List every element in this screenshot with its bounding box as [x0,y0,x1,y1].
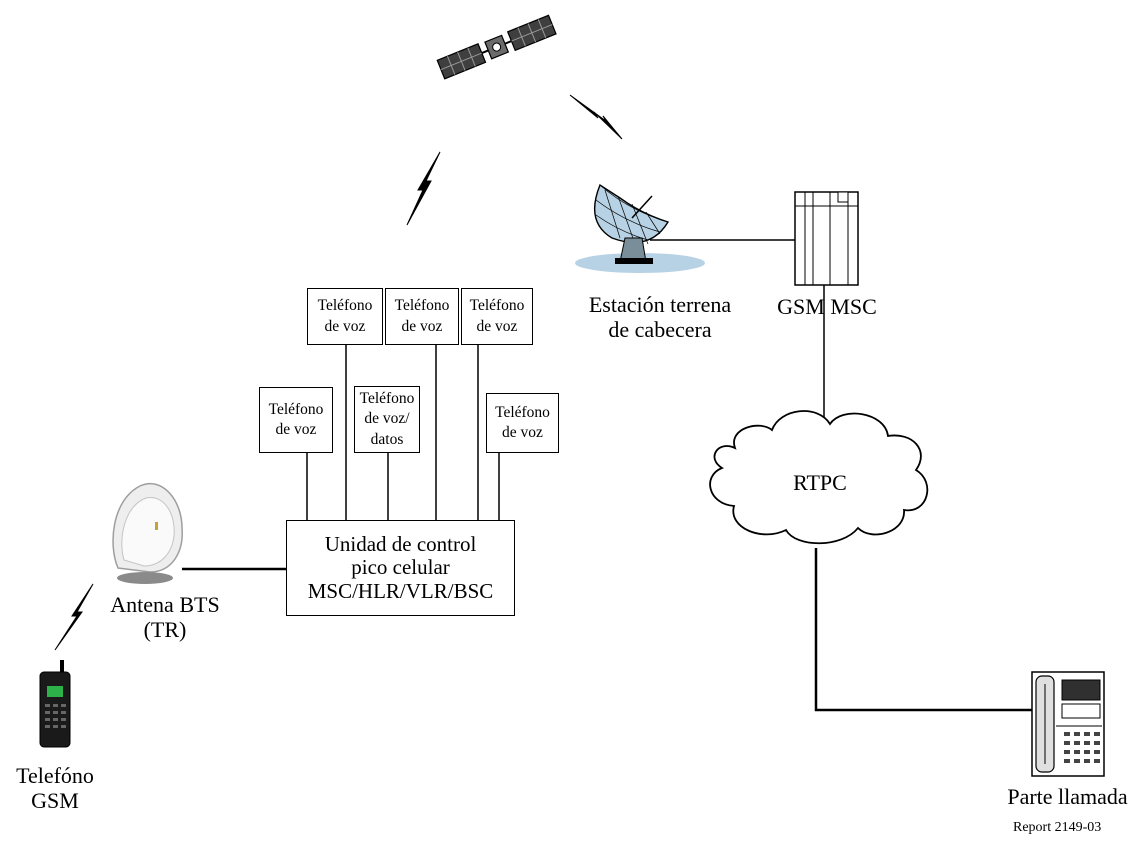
earth-station-label-line2: de cabecera [608,317,712,343]
box-line1: Teléfono [317,297,373,315]
cloud-icon [709,410,929,545]
earth-station-label: Estación terrena de cabecera [575,292,745,343]
lightning-icon [569,94,623,140]
box-line3: datos [370,430,404,448]
box-line2: de voz [476,317,518,335]
box-line1: Teléfono [469,297,525,315]
handset-label: Telefóno GSM [0,763,110,814]
desk-phone-icon [1031,671,1105,777]
handset-label-line1: Telefóno [16,763,94,788]
voice-phone-box-2: Teléfono de voz [307,288,383,345]
figure-caption: Report 2149-03 [1013,820,1102,835]
pico-cell-control-unit: Unidad de control pico celular MSC/HLR/V… [286,520,515,616]
voice-data-phone-box: Teléfono de voz/ datos [354,386,420,453]
voice-phone-box-4: Teléfono de voz [385,288,459,345]
msc-label: GSM MSC [777,294,877,319]
voice-phone-box-5: Teléfono de voz [461,288,533,345]
box-line2: de voz [275,421,317,438]
control-unit-line2: pico celular [351,555,450,580]
connection-lines [182,239,1032,712]
control-unit-line1: Unidad de control [324,532,477,557]
bts-label: Antena BTS (TR) [105,592,225,643]
voice-phone-box-1: Teléfono de voz [259,387,333,453]
handset-label-line2: GSM [31,788,79,814]
bts-label-line1: Antena BTS [110,592,220,617]
box-line2: de voz [401,317,443,335]
box-line2: de voz/ [364,410,410,428]
satellite-icon [436,14,557,80]
box-line1: Teléfono [268,400,324,418]
pstn-label: RTPC [793,470,847,495]
box-line1: Teléfono [495,403,550,421]
control-unit-line3: MSC/HLR/VLR/BSC [307,578,494,603]
called-party-label: Parte llamada [1007,784,1128,809]
mobile-phone-icon [39,660,71,748]
bts-antenna-icon [112,483,183,584]
lightning-icon [54,583,94,651]
lightning-icon [406,151,441,226]
bts-label-line2: (TR) [143,617,187,643]
box-line2: de voz [324,317,366,335]
radio-links [54,94,623,651]
satellite-dish-icon [575,183,705,273]
voice-phone-box-6: Teléfono de voz [486,393,559,453]
link-pstn-called-party [814,548,1032,712]
box-line1: Teléfono [359,390,415,408]
box-line1: Teléfono [394,297,450,315]
box-line2: de voz [502,424,543,441]
earth-station-label-line1: Estación terrena [588,292,732,317]
switch-cabinet-icon [794,191,859,286]
